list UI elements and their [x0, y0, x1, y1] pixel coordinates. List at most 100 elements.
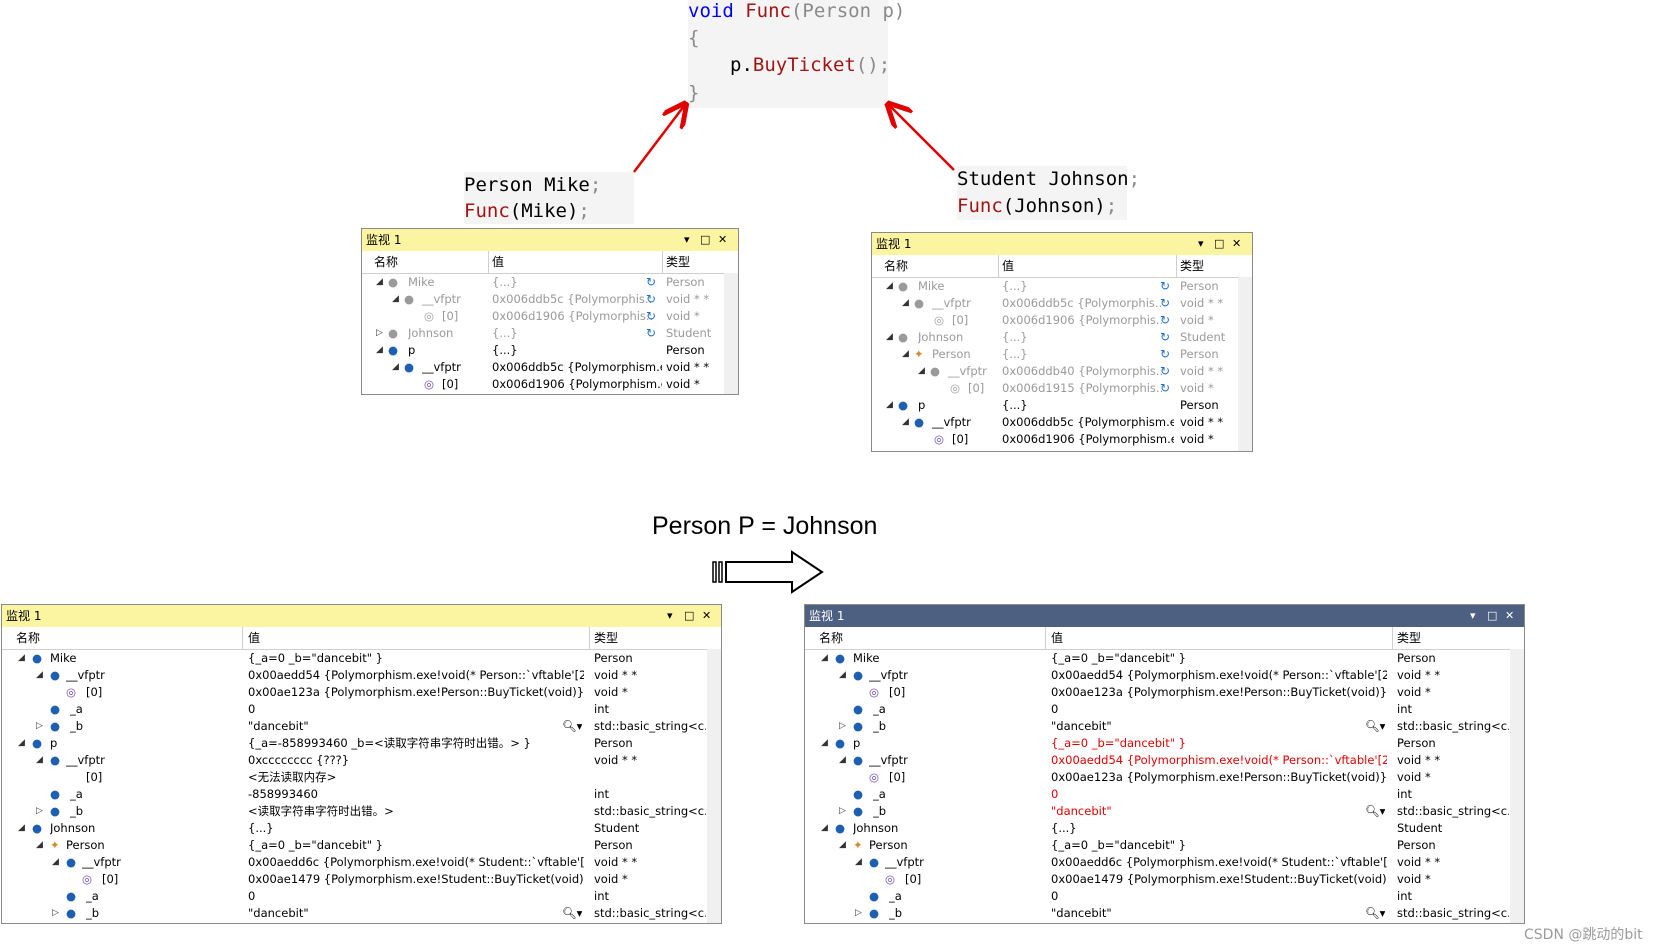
watch-row[interactable]: ◢ ● p {_a=0 _b="dancebit" } Person	[805, 735, 1524, 752]
expand-down-icon[interactable]: ◢	[886, 332, 893, 342]
watch-row[interactable]: ● _a 0 int	[2, 888, 721, 905]
expand-down-icon[interactable]: ◢	[821, 738, 828, 748]
expand-down-icon[interactable]: ◢	[52, 857, 59, 867]
refresh-icon[interactable]: ↻	[1160, 381, 1171, 395]
maximize-icon[interactable]: □	[684, 609, 695, 622]
expand-right-icon[interactable]: ▷	[36, 721, 43, 731]
watch-row[interactable]: ▷ ● _b "dancebit" 🔍︎▾ std::basic_string<…	[805, 718, 1524, 735]
watch-row[interactable]: ◢ ● __vfptr 0x00aedd6c {Polymorphism.exe…	[805, 854, 1524, 871]
watch-row[interactable]: ◢ ✦ Person {...} ↻ Person	[872, 346, 1252, 363]
watch-row[interactable]: ▷ ● _b "dancebit" 🔍︎▾ std::basic_string<…	[2, 905, 721, 922]
watch-row[interactable]: ◢ ● Mike {_a=0 _b="dancebit" } Person	[805, 650, 1524, 667]
expand-right-icon[interactable]: ▷	[839, 806, 846, 816]
watch-row[interactable]: ◎ [0] 0x006d1906 {Polymorphism.e... void…	[872, 431, 1252, 448]
expand-down-icon[interactable]: ◢	[392, 362, 399, 372]
expand-right-icon[interactable]: ▷	[376, 328, 383, 338]
watch-row[interactable]: ◎ [0] 0x006d1906 {Polymorphism.e... void…	[362, 376, 738, 393]
col-separator[interactable]	[1176, 255, 1177, 277]
col-separator[interactable]	[1392, 627, 1393, 649]
maximize-icon[interactable]: □	[1214, 237, 1225, 250]
magnifier-icon[interactable]: 🔍︎▾	[562, 906, 583, 920]
watch-row[interactable]: ◢ ● __vfptr 0x00aedd54 {Polymorphism.exe…	[805, 667, 1524, 684]
watch-row[interactable]: ◢ ● __vfptr 0x006ddb40 {Polymorphis... ↻…	[872, 363, 1252, 380]
watch-row[interactable]: ◎ [0] 0x00ae123a {Polymorphism.exe!Perso…	[805, 684, 1524, 701]
refresh-icon[interactable]: ↻	[1160, 279, 1171, 293]
watch-row[interactable]: ◢ ● __vfptr 0x006ddb5c {Polymorphism.e..…	[872, 414, 1252, 431]
expand-down-icon[interactable]: ◢	[18, 823, 25, 833]
watch-window-bottom-right[interactable]: 监视 1 ▾ □ ✕ 名称 值 类型 ◢ ● Mike {_a=0 _b="da…	[804, 604, 1525, 924]
pin-dropdown-icon[interactable]: ▾	[667, 609, 673, 622]
vertical-scrollbar[interactable]	[724, 273, 738, 394]
watch-row[interactable]: ◢ ● __vfptr 0x00aedd6c {Polymorphism.exe…	[2, 854, 721, 871]
watch-row[interactable]: ◢ ✦ Person {_a=0 _b="dancebit" } Person	[2, 837, 721, 854]
expand-down-icon[interactable]: ◢	[36, 755, 43, 765]
watch-row[interactable]: ▷ ● _b "dancebit" 🔍︎▾ std::basic_string<…	[805, 905, 1524, 922]
watch-row[interactable]: ◎ [0] 0x00ae1479 {Polymorphism.exe!Stude…	[805, 871, 1524, 888]
expand-right-icon[interactable]: ▷	[855, 908, 862, 918]
refresh-icon[interactable]: ↻	[1160, 347, 1171, 361]
watch-row[interactable]: ▷ ● Johnson {...} ↻ Student	[362, 325, 738, 342]
expand-down-icon[interactable]: ◢	[902, 298, 909, 308]
watch-row[interactable]: ◎ [0] 0x006d1906 {Polymorphis... ↻ void …	[872, 312, 1252, 329]
expand-down-icon[interactable]: ◢	[18, 653, 25, 663]
watch-row[interactable]: ◢ ✦ Person {_a=0 _b="dancebit" } Person	[805, 837, 1524, 854]
expand-down-icon[interactable]: ◢	[839, 670, 846, 680]
expand-down-icon[interactable]: ◢	[918, 366, 925, 376]
col-separator[interactable]	[998, 255, 999, 277]
refresh-icon[interactable]: ↻	[1160, 296, 1171, 310]
expand-down-icon[interactable]: ◢	[821, 653, 828, 663]
watch-row[interactable]: ◢ ● __vfptr 0x006ddb5c {Polymorphis... ↻…	[872, 295, 1252, 312]
watch-row[interactable]: ◢ ● Johnson {...} Student	[805, 820, 1524, 837]
col-header-name[interactable]: 名称	[819, 631, 844, 645]
pin-dropdown-icon[interactable]: ▾	[1198, 237, 1204, 250]
watch-row[interactable]: ● _a -858993460 int	[2, 786, 721, 803]
magnifier-icon[interactable]: 🔍︎▾	[562, 719, 583, 733]
col-header-value[interactable]: 值	[492, 255, 505, 269]
watch-row[interactable]: ◢ ● p {...} Person	[362, 342, 738, 359]
expand-down-icon[interactable]: ◢	[376, 345, 383, 355]
watch-row[interactable]: ◢ ● __vfptr 0x00aedd54 {Polymorphism.exe…	[2, 667, 721, 684]
vertical-scrollbar[interactable]	[1510, 649, 1524, 923]
expand-down-icon[interactable]: ◢	[902, 349, 909, 359]
watch-row[interactable]: ● _a 0 int	[805, 701, 1524, 718]
expand-down-icon[interactable]: ◢	[886, 281, 893, 291]
expand-down-icon[interactable]: ◢	[886, 400, 893, 410]
watch-row[interactable]: ◢ ● Mike {_a=0 _b="dancebit" } Person	[2, 650, 721, 667]
col-header-name[interactable]: 名称	[374, 255, 399, 269]
col-header-type[interactable]: 类型	[1397, 631, 1422, 645]
col-header-value[interactable]: 值	[248, 631, 261, 645]
pin-dropdown-icon[interactable]: ▾	[684, 233, 690, 246]
col-separator[interactable]	[488, 251, 489, 273]
watch-row[interactable]: ▷ ● _b <读取字符串字符时出错。> std::basic_string<c…	[2, 803, 721, 820]
col-separator[interactable]	[242, 627, 243, 649]
expand-right-icon[interactable]: ▷	[36, 806, 43, 816]
close-icon[interactable]: ✕	[1505, 609, 1515, 622]
expand-down-icon[interactable]: ◢	[18, 738, 25, 748]
watch-row[interactable]: ● _a 0 int	[805, 888, 1524, 905]
watch-row[interactable]: ◢ ● __vfptr 0x00aedd54 {Polymorphism.exe…	[805, 752, 1524, 769]
magnifier-icon[interactable]: 🔍︎▾	[1365, 906, 1386, 920]
refresh-icon[interactable]: ↻	[646, 275, 657, 289]
expand-down-icon[interactable]: ◢	[839, 840, 846, 850]
watch-row[interactable]: ● _a 0 int	[805, 786, 1524, 803]
watch-row[interactable]: ◎ [0] 0x00ae1479 {Polymorphism.exe!Stude…	[2, 871, 721, 888]
col-separator[interactable]	[662, 251, 663, 273]
watch-window-top-left[interactable]: 监视 1 ▾ □ ✕ 名称 值 类型 ◢ ● Mike {...} ↻ Pers…	[361, 228, 739, 395]
refresh-icon[interactable]: ↻	[646, 326, 657, 340]
watch-row[interactable]: ◢ ● __vfptr 0x006ddb5c {Polymorphis... ↻…	[362, 291, 738, 308]
col-separator[interactable]	[589, 627, 590, 649]
maximize-icon[interactable]: □	[1487, 609, 1498, 622]
watch-row[interactable]: ◢ ● p {...} Person	[872, 397, 1252, 414]
col-header-type[interactable]: 类型	[594, 631, 619, 645]
watch-row[interactable]: ▷ ● _b "dancebit" 🔍︎▾ std::basic_string<…	[2, 718, 721, 735]
col-header-type[interactable]: 类型	[1180, 259, 1205, 273]
expand-right-icon[interactable]: ▷	[52, 908, 59, 918]
watch-row[interactable]: ◢ ● __vfptr 0x006ddb5c {Polymorphism.e..…	[362, 359, 738, 376]
close-icon[interactable]: ✕	[1232, 237, 1242, 250]
expand-down-icon[interactable]: ◢	[902, 417, 909, 427]
expand-down-icon[interactable]: ◢	[392, 294, 399, 304]
expand-down-icon[interactable]: ◢	[839, 755, 846, 765]
expand-right-icon[interactable]: ▷	[839, 721, 846, 731]
refresh-icon[interactable]: ↻	[1160, 364, 1171, 378]
expand-down-icon[interactable]: ◢	[36, 840, 43, 850]
